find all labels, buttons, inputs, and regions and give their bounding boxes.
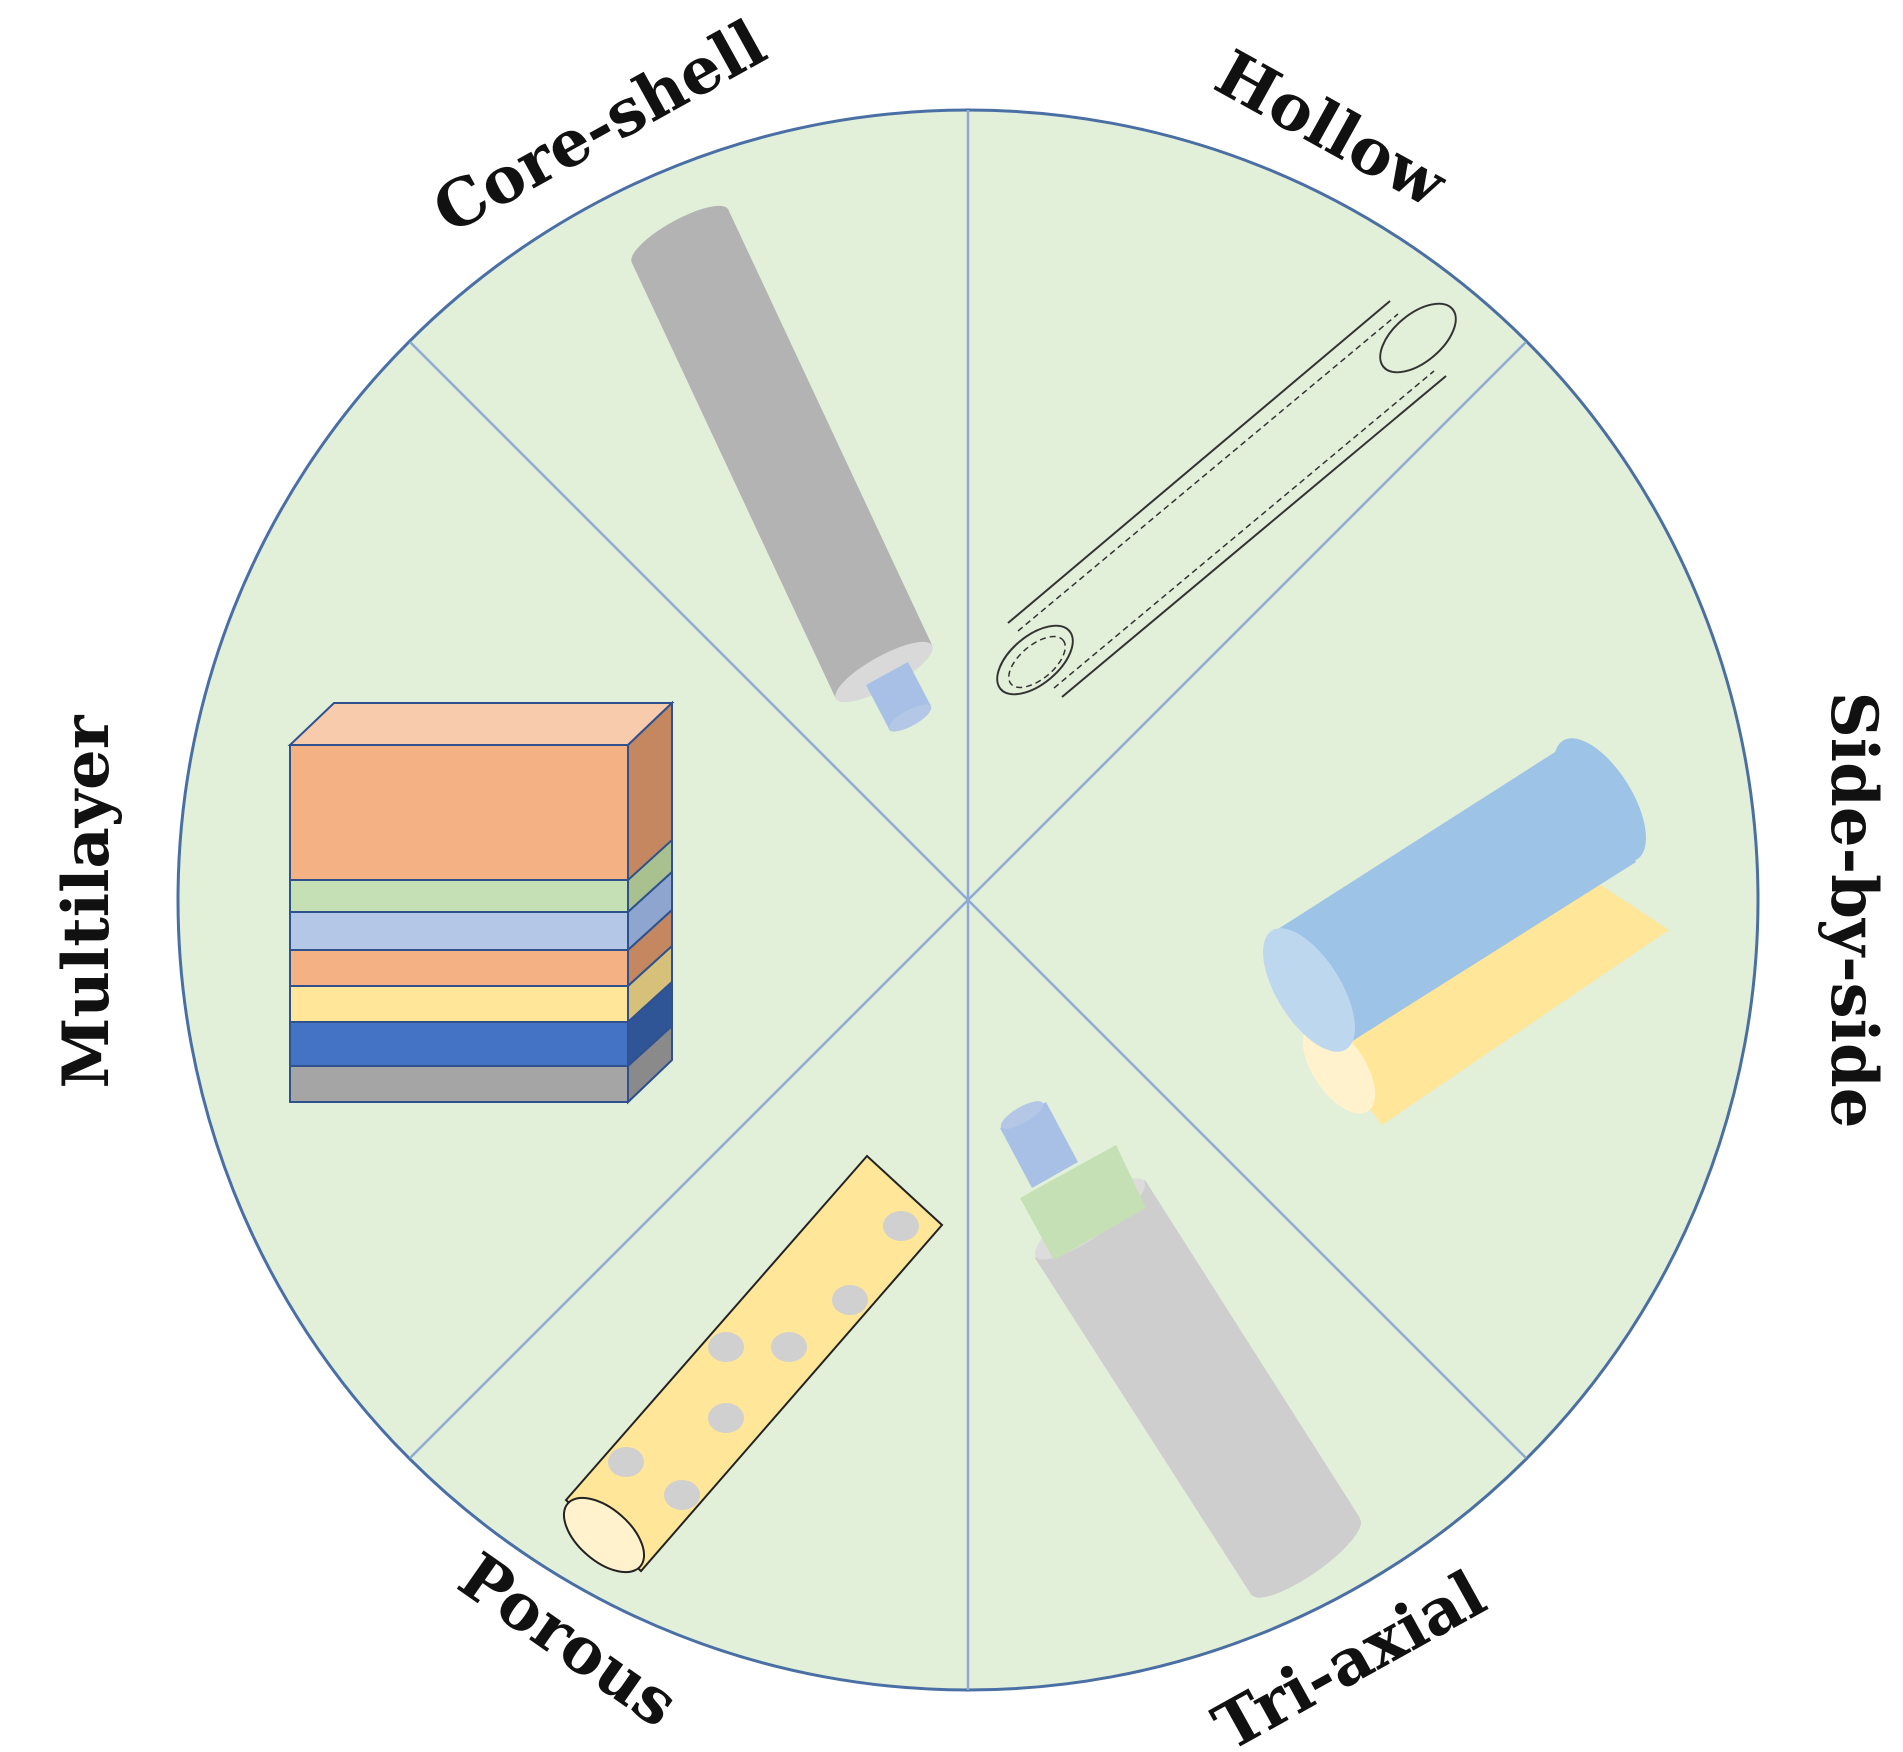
label-multilayer: Multilayer (49, 714, 124, 1088)
side-by-side-fiber-icon (1263, 738, 1669, 1125)
label-side-by-side: Side-by-side (1816, 692, 1891, 1129)
sector-dividers (409, 110, 1527, 1690)
multilayer-block-icon (287, 700, 675, 1105)
core-shell-fiber-icon (631, 205, 933, 732)
hollow-fiber-icon (996, 300, 1457, 698)
tri-axial-fiber-icon (1000, 1101, 1362, 1598)
divider-diagonal-2 (409, 341, 1527, 1459)
porous-fiber-icon (562, 1154, 944, 1574)
